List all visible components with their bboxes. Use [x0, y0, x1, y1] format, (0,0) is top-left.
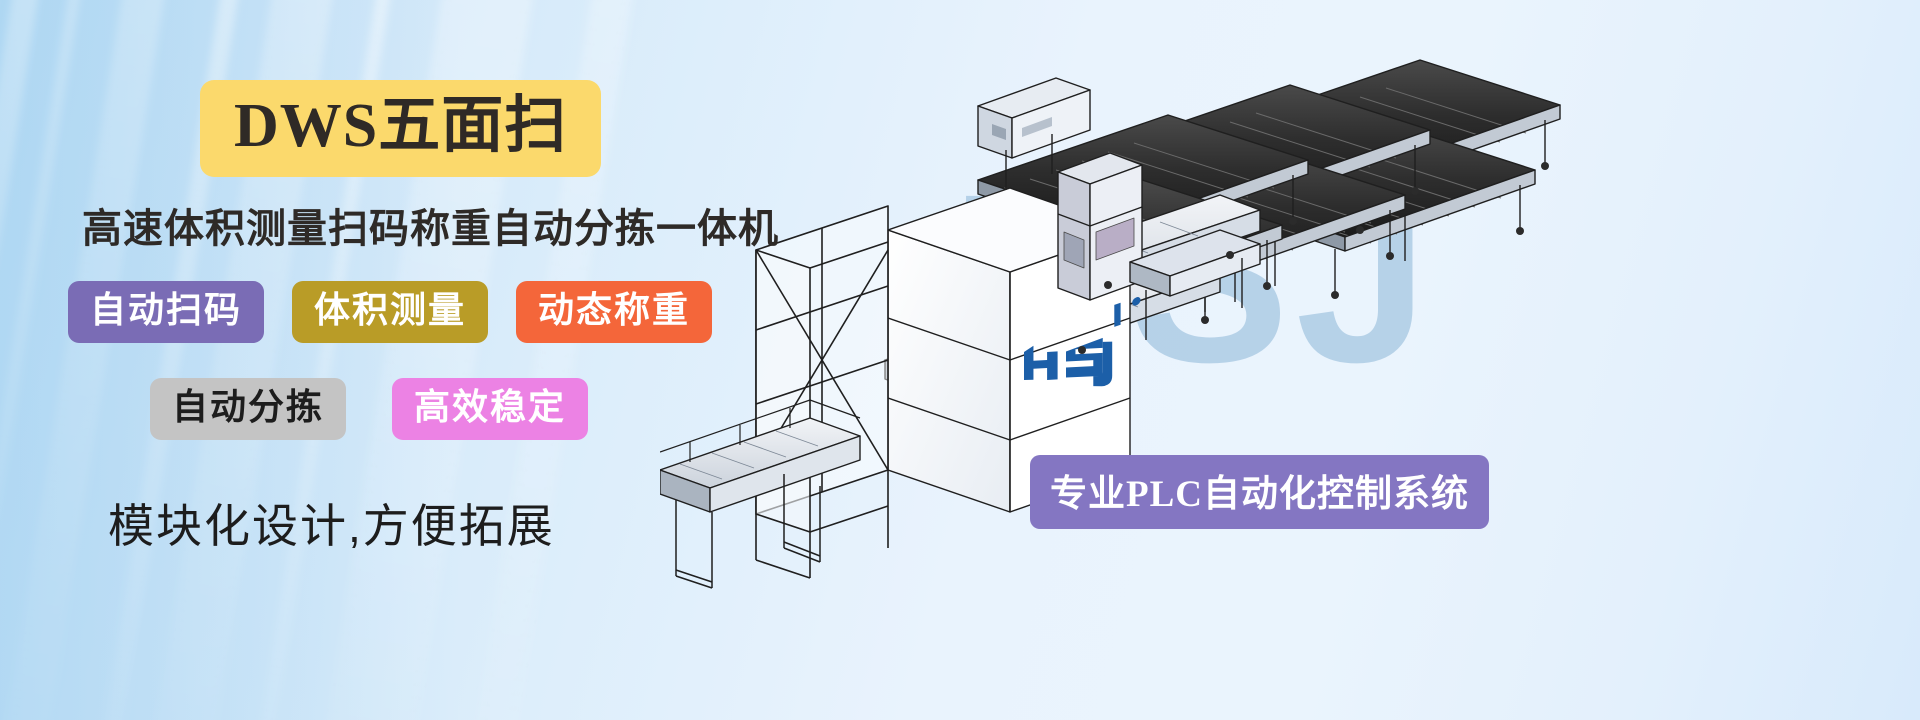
- machine-illustration: HSJ: [660, 0, 1920, 720]
- dws-machine-drawing: [660, 59, 1561, 589]
- tagline-text: 模块化设计,方便拓展: [108, 500, 555, 552]
- banner-text-column: DWS五面扫 高速体积测量扫码称重自动分拣一体机 自动扫码 体积测量 动态称重 …: [0, 0, 880, 720]
- feature-tag-auto-scan: 自动扫码: [68, 281, 265, 343]
- feature-tag-row-1: 自动扫码 体积测量 动态称重: [68, 281, 713, 343]
- plc-control-system-badge: 专业PLC自动化控制系统: [1030, 455, 1489, 529]
- subtitle-text: 高速体积测量扫码称重自动分拣一体机: [82, 207, 779, 251]
- feature-tag-volume-measure: 体积测量: [292, 281, 489, 343]
- feature-tag-row-2: 自动分拣 高效稳定: [150, 378, 589, 440]
- feature-tag-dynamic-weighing: 动态称重: [516, 281, 713, 343]
- feature-tag-auto-sorting: 自动分拣: [150, 378, 347, 440]
- feature-tag-efficient-stable: 高效稳定: [392, 378, 589, 440]
- title-badge: DWS五面扫: [200, 80, 602, 178]
